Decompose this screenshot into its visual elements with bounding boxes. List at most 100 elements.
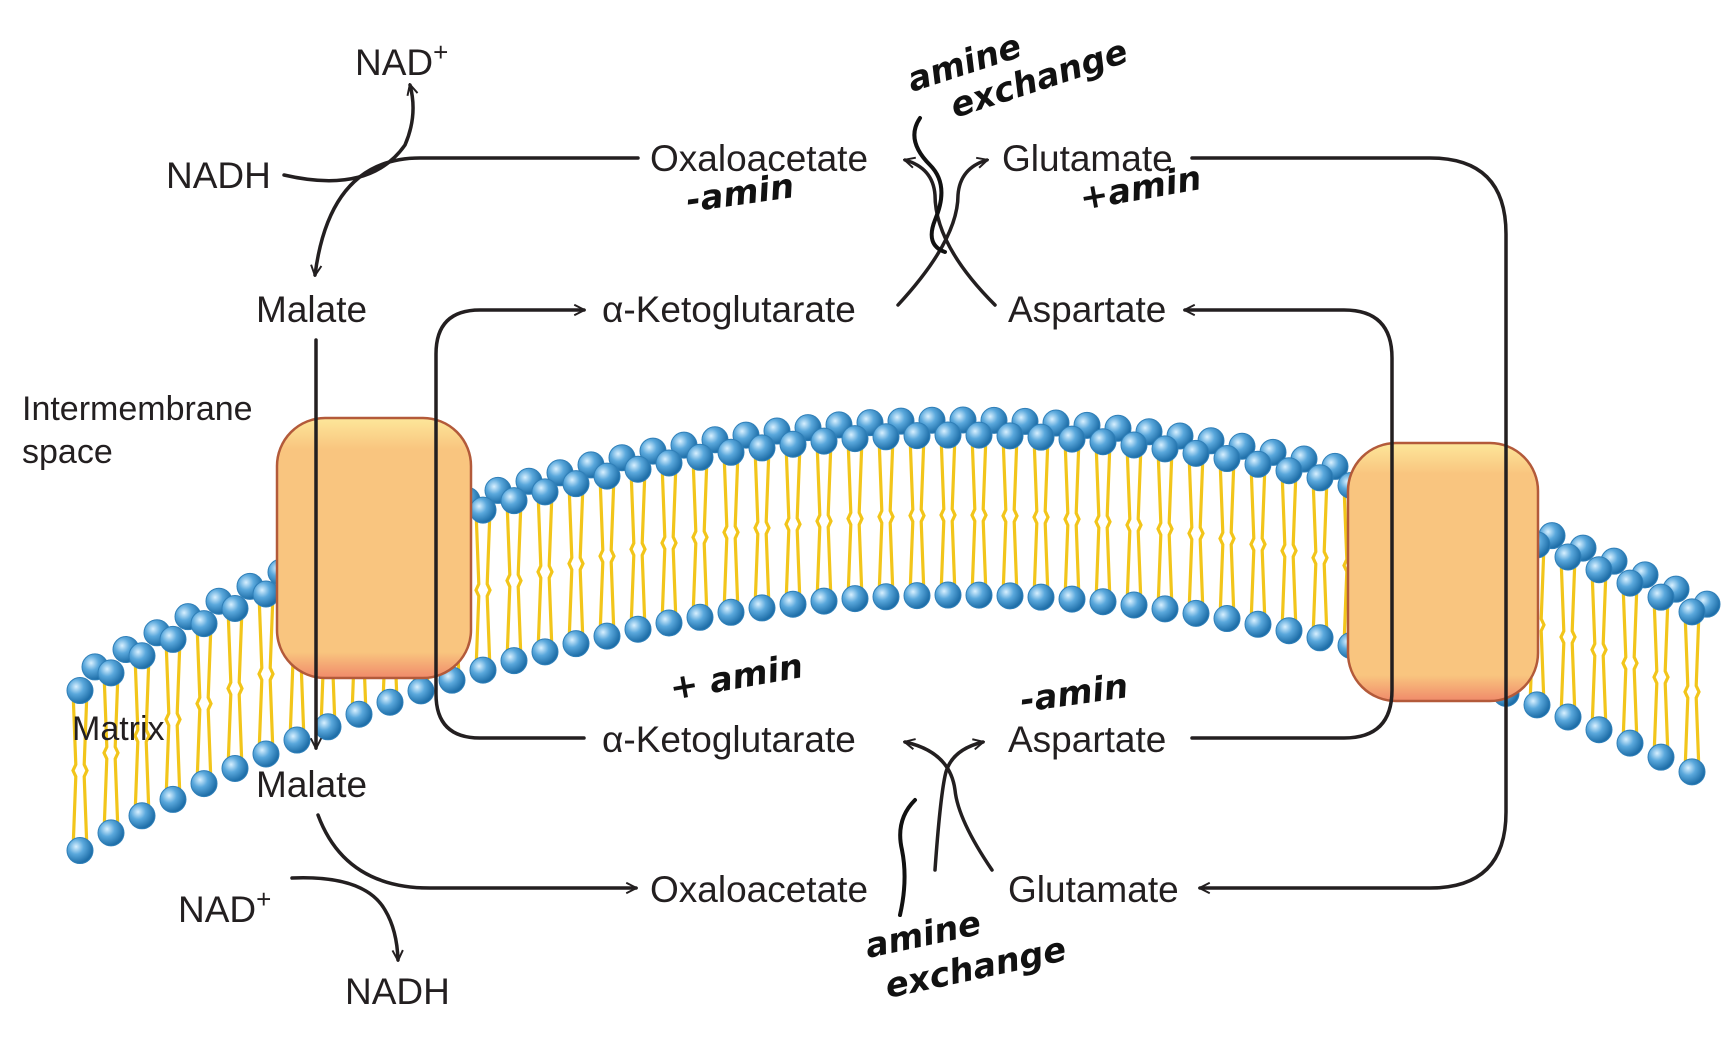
amine-exchange-squiggle-top bbox=[912, 116, 947, 254]
lipid-tail bbox=[578, 483, 585, 644]
lipid-tail bbox=[133, 655, 140, 816]
lipid-tail bbox=[1229, 458, 1236, 619]
plus-amin-note-bottom: + amin bbox=[667, 646, 806, 709]
lipid-head bbox=[1244, 610, 1272, 638]
lipid-tail bbox=[474, 510, 481, 671]
lipid-head bbox=[810, 427, 838, 455]
lipid-head bbox=[1306, 464, 1334, 492]
lipid-tail bbox=[1683, 611, 1690, 772]
lipid-head bbox=[810, 587, 838, 615]
lipid-tail bbox=[1249, 464, 1256, 625]
lipid-tail bbox=[1280, 470, 1287, 631]
lipid-tail bbox=[764, 447, 771, 608]
lipid-tail bbox=[1601, 569, 1608, 730]
lipid-head bbox=[1058, 585, 1086, 613]
lipid-head bbox=[1213, 445, 1241, 473]
lipid-head bbox=[1120, 431, 1148, 459]
lipid-tail bbox=[1074, 439, 1081, 600]
lipid-tail bbox=[888, 436, 895, 597]
glutamate-aspartate-transporter bbox=[1346, 441, 1540, 703]
malate-alpha-kg-transporter bbox=[275, 416, 473, 680]
lipid-tail bbox=[113, 672, 120, 833]
lipid-tail bbox=[1198, 453, 1205, 614]
lipid-head bbox=[1523, 691, 1551, 719]
lipid-head bbox=[1585, 556, 1613, 584]
matrix-label: Matrix bbox=[72, 710, 165, 748]
lipid-tail bbox=[939, 434, 946, 596]
nad-plus-label-bottom: NAD+ bbox=[178, 884, 271, 930]
alpha-kg-transport-arrow bbox=[434, 310, 584, 740]
lipid-tail bbox=[175, 639, 182, 800]
lipid-tail bbox=[1043, 437, 1050, 598]
lipid-tail bbox=[1094, 441, 1101, 602]
lipid-head bbox=[593, 622, 621, 650]
lipid-tail bbox=[826, 441, 833, 602]
lipid-head bbox=[500, 647, 528, 675]
lipid-tail bbox=[1590, 569, 1597, 730]
amine-exchange-squiggle-bottom bbox=[898, 798, 917, 917]
lipid-head bbox=[1647, 743, 1675, 771]
lipid-tail bbox=[1001, 435, 1008, 596]
lipid-tail bbox=[795, 444, 802, 605]
lipid-tail bbox=[226, 608, 233, 769]
lipid-head bbox=[159, 785, 187, 813]
oxaloacetate-to-malate-arrow bbox=[315, 156, 640, 275]
lipid-head bbox=[1058, 425, 1086, 453]
lipid-head bbox=[872, 583, 900, 611]
lipid-head bbox=[376, 688, 404, 716]
lipid-tail bbox=[536, 491, 543, 652]
lipid-head bbox=[1616, 729, 1644, 757]
lipid-head bbox=[1616, 569, 1644, 597]
lipid-tail bbox=[1559, 556, 1566, 718]
aspartate-to-oxaloacetate-top bbox=[905, 160, 997, 307]
lipid-tail bbox=[598, 476, 605, 637]
lipid-head bbox=[221, 594, 249, 622]
lipid-head bbox=[1182, 439, 1210, 467]
lipid-tail bbox=[1291, 470, 1298, 631]
lipid-tail bbox=[1136, 444, 1143, 606]
lipid-heads-inner bbox=[66, 581, 1706, 865]
lipid-head bbox=[1027, 423, 1055, 451]
lipid-tail bbox=[640, 469, 647, 630]
lipid-tail bbox=[1218, 458, 1225, 619]
lipid-tail bbox=[877, 436, 884, 597]
lipid-tail bbox=[1012, 435, 1019, 596]
lipid-head bbox=[221, 754, 249, 782]
oxaloacetate-label-top: Oxaloacetate bbox=[650, 138, 868, 179]
lipid-head bbox=[748, 594, 776, 622]
nadh-to-nad-arrow-top bbox=[282, 85, 413, 183]
lipid-head bbox=[1647, 583, 1675, 611]
lipid-head bbox=[252, 740, 280, 768]
lipid-tail bbox=[950, 434, 957, 596]
lipid-tail bbox=[722, 452, 729, 613]
lipid-head bbox=[841, 425, 869, 453]
oxaloacetate-label-bottom: Oxaloacetate bbox=[650, 869, 868, 910]
lipid-tail bbox=[1342, 485, 1349, 646]
lipid-tail bbox=[815, 441, 822, 602]
lipid-head bbox=[965, 581, 993, 609]
lipid-tail bbox=[102, 672, 109, 833]
glutamate-transport-arrow bbox=[1190, 156, 1508, 888]
lipid-tail bbox=[164, 639, 171, 800]
lipid-head bbox=[1182, 599, 1210, 627]
lipid-head bbox=[841, 585, 869, 613]
lipid-head bbox=[159, 625, 187, 653]
lipid-tail bbox=[1156, 448, 1163, 609]
lipid-head bbox=[1585, 716, 1613, 744]
intermembrane-label: Intermembrane bbox=[22, 390, 253, 428]
lipid-head bbox=[593, 462, 621, 490]
lipid-head bbox=[97, 659, 125, 687]
lipid-head bbox=[190, 770, 218, 798]
lipid-tail bbox=[671, 462, 678, 624]
nad-to-nadh-arrow-bottom bbox=[290, 876, 398, 960]
lipid-tail bbox=[1663, 597, 1670, 758]
lipid-head bbox=[345, 700, 373, 728]
lipid-tail bbox=[547, 491, 554, 652]
lipid-head bbox=[717, 438, 745, 466]
lipid-head bbox=[1554, 703, 1582, 731]
lipid-tail bbox=[733, 452, 740, 613]
oxaloacetate-to-aspartate-bottom bbox=[933, 742, 983, 872]
lipid-tail bbox=[1621, 583, 1628, 744]
lipid-head bbox=[1027, 583, 1055, 611]
